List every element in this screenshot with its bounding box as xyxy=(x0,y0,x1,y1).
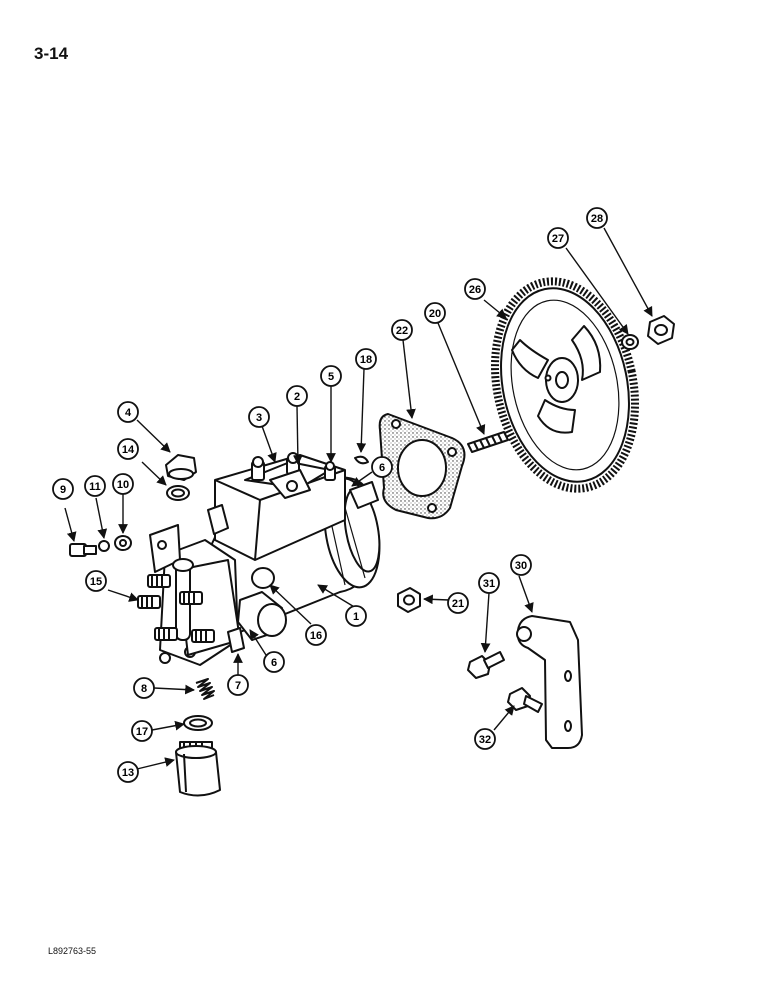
callout-label: 11 xyxy=(89,481,101,493)
bolt-part-31 xyxy=(467,651,505,679)
injection-pump-body xyxy=(137,452,381,666)
stud-part-20 xyxy=(467,431,509,453)
callout-11: 11 xyxy=(84,475,106,497)
callout-2: 2 xyxy=(286,385,308,407)
callout-label: 7 xyxy=(235,680,241,692)
callout-32: 32 xyxy=(474,728,496,750)
callout-21: 21 xyxy=(447,592,469,614)
callout-26: 26 xyxy=(464,278,486,300)
callout-27: 27 xyxy=(547,227,569,249)
callout-6-upper: 6 xyxy=(371,456,393,478)
callout-label: 17 xyxy=(136,726,148,738)
callout-13: 13 xyxy=(117,761,139,783)
nut-part-21 xyxy=(397,587,421,613)
figure-code: L892763-55 xyxy=(48,946,97,956)
callout-14: 14 xyxy=(117,438,139,460)
callout-5: 5 xyxy=(320,365,342,387)
callout-label: 15 xyxy=(90,576,102,588)
drive-gear-part-26 xyxy=(490,277,640,493)
callout-10: 10 xyxy=(112,473,134,495)
callout-label: 20 xyxy=(429,308,441,320)
callout-label: 22 xyxy=(396,325,408,337)
bolt-part-32 xyxy=(507,687,543,713)
callout-16: 16 xyxy=(305,624,327,646)
bracket-part-30 xyxy=(516,615,583,749)
callout-label: 28 xyxy=(591,213,603,225)
callout-label: 9 xyxy=(60,484,66,496)
callout-3: 3 xyxy=(248,406,270,428)
callout-15: 15 xyxy=(85,570,107,592)
fitting-part-13 xyxy=(175,741,221,797)
callout-7: 7 xyxy=(227,674,249,696)
callout-label: 30 xyxy=(515,560,527,572)
callout-label: 18 xyxy=(360,354,372,366)
callout-label: 4 xyxy=(125,407,132,419)
leader-arrows xyxy=(64,227,653,770)
callout-label: 21 xyxy=(452,598,464,610)
callout-20: 20 xyxy=(424,302,446,324)
callout-label: 6 xyxy=(271,657,277,669)
callout-label: 14 xyxy=(122,444,135,456)
nut-part-28 xyxy=(647,315,675,345)
callout-18: 18 xyxy=(355,348,377,370)
plug-part-4 xyxy=(165,454,197,481)
callout-22: 22 xyxy=(391,319,413,341)
callout-9: 9 xyxy=(52,478,74,500)
callout-label: 10 xyxy=(117,479,129,491)
callout-1: 1 xyxy=(345,605,367,627)
callout-17: 17 xyxy=(131,720,153,742)
callout-6-lower: 6 xyxy=(263,651,285,673)
callout-label: 26 xyxy=(469,284,481,296)
key-part-18 xyxy=(354,455,369,465)
callout-30: 30 xyxy=(510,554,532,576)
callout-label: 6 xyxy=(379,462,385,474)
washer-part-11 xyxy=(98,540,110,552)
spring-part-8 xyxy=(195,678,215,700)
callout-label: 1 xyxy=(353,611,359,623)
callout-label: 2 xyxy=(294,391,300,403)
callout-31: 31 xyxy=(478,572,500,594)
callout-label: 32 xyxy=(479,734,491,746)
page-number: 3-14 xyxy=(34,44,69,63)
callout-label: 5 xyxy=(328,371,334,383)
callout-label: 27 xyxy=(552,233,564,245)
callout-8: 8 xyxy=(133,677,155,699)
callout-28: 28 xyxy=(586,207,608,229)
bolt-part-9 xyxy=(69,543,97,557)
callout-4: 4 xyxy=(117,401,139,423)
callout-label: 3 xyxy=(256,412,262,424)
callout-label: 16 xyxy=(310,630,322,642)
callout-label: 8 xyxy=(141,683,147,695)
clip-part-10 xyxy=(114,535,132,551)
callout-label: 31 xyxy=(483,578,495,590)
callout-label: 13 xyxy=(122,767,134,779)
